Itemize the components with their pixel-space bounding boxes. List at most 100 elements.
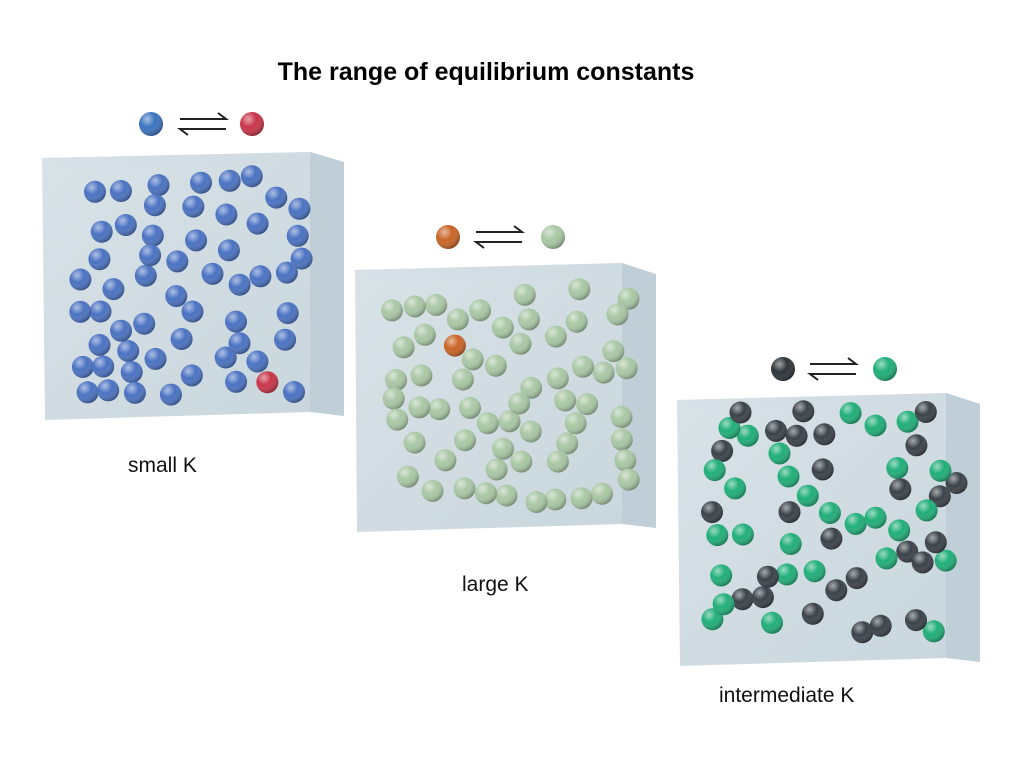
reactant-molecule-shading [147,174,170,197]
product-molecule-shading [710,564,733,587]
reactant-molecule-shading [246,212,269,235]
product-molecule-shading [385,369,408,391]
reactant-molecule-shading [89,300,112,323]
product-molecule-shading [701,608,724,631]
reactant-molecule-shading [905,609,927,632]
reactant-molecule-shading [945,472,968,494]
reactant-molecule-shading [166,250,189,273]
reactant-molecule-shading [820,527,843,550]
reactant-molecule-shading [792,400,815,423]
product-molecule-shading [469,299,492,322]
reactant-molecule-shading [120,361,143,384]
product-molecule-shading [864,506,887,529]
product-molecule-shading [864,414,887,437]
product-molecule-shading [510,450,533,473]
product-molecule-shading [703,459,726,482]
reactant-molecule-shading [71,355,94,378]
panel-large-k [355,225,656,532]
reactant-molecule-shading [117,340,140,362]
product-molecule-shading [617,468,640,491]
product-molecule-shading [934,549,957,572]
reactant-molecule-shading [896,540,919,563]
reactant-molecule-shading [217,239,240,262]
reactant-molecule-shading [276,302,299,325]
reactant-molecule-shading [225,370,248,393]
reactant-molecule-shading [751,586,774,609]
product-molecule-shading [453,477,476,500]
reactant-molecule-shading [785,424,808,447]
reactant-molecule-shading [69,268,92,291]
product-molecule-shading [509,332,532,355]
product-molecule-shading [777,465,800,488]
product-molecule-shading [592,361,615,384]
product-molecule-shading [413,323,436,346]
reactant-molecule-shading [286,224,309,247]
product-molecule-shading [392,336,415,359]
product-molecule-shading [403,295,426,318]
reactant-molecule-shading [845,567,868,590]
reactant-molecule-shading [114,214,137,236]
product-molecule-shading [576,393,599,416]
product-molecule-shading [796,484,819,507]
product-molecule-shading [617,287,640,310]
reactant-molecule-shading [190,171,212,194]
reactant-molecule-shading [275,261,298,284]
product-molecule-shading [602,340,625,363]
product-molecule-shading [572,355,594,378]
reactant-molecule-shading [228,332,251,355]
box-intermediate-k [677,393,980,666]
product-molecule-shading [382,387,405,410]
reactant-molecule-shading [185,229,208,252]
product-molecule-shading [888,519,911,542]
reactant-molecule-shading [869,614,892,637]
product-molecule-shading [485,458,508,481]
product-molecule-shading [428,398,451,421]
reactant-molecule-shading [290,247,313,270]
product-molecule-shading [396,465,419,488]
reactant-molecule-shading [778,501,801,524]
reactant-molecule-shading [110,319,132,342]
reactant-molecule-shading [109,180,132,202]
product-molecule-shading [564,412,587,435]
product-molecule-shading [544,488,567,511]
product-molecule-shading [724,477,747,500]
product-molecule-shading [519,420,542,443]
reactant-molecule-shading [102,278,125,301]
reactant-molecule-shading [201,262,224,285]
reactant-molecule-shading [928,485,951,508]
product-molecule-shading [544,325,567,348]
reactant-molecule-shading [92,355,115,378]
reactant-molecule-shading [889,478,912,501]
product-molecule-shading [568,278,591,301]
reactant-molecule-shading [228,273,251,296]
equation-large-k [436,225,565,249]
reactant-molecule-shading [88,333,111,356]
reactant-molecule-shading [729,401,752,424]
product-molecule-shading [476,412,499,435]
product-molecule-shading [610,406,633,428]
reactant-molecule-shading [701,501,723,524]
reactant-molecule-shading [914,401,937,423]
product-molecule-shading [425,293,448,316]
product-molecule-shading [434,449,457,472]
equilibrium-arrow-icon [807,357,859,381]
product-molecule-shading [818,502,841,524]
product-molecule-shading [495,484,518,507]
product-molecule-shading [875,547,898,570]
product-molecule-shading [844,512,867,535]
product-molecule-shading [256,371,279,394]
reactant-molecule-shading [731,588,754,611]
reactant-molecule-shading [76,381,99,404]
product-molecule-shading [915,499,938,522]
product-molecule-shading [896,410,919,433]
reactant-molecule-shading [69,300,92,323]
product-molecule-shading [554,389,577,412]
product-molecule-shading [454,429,477,452]
reactant-molecule-shading [97,379,120,402]
reactant-molecule-shading [756,565,779,588]
reactant-molecule-shading [133,312,156,335]
slide-title: The range of equilibrium constants [277,58,695,86]
product-molecule-shading [498,410,521,433]
reactant-molecule-shading [811,458,834,481]
